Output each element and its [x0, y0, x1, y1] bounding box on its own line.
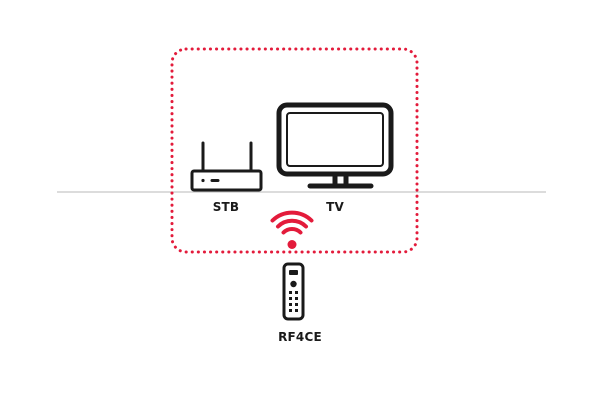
stb-label: STB [212, 200, 240, 214]
remote-control-icon [282, 262, 305, 321]
tv-icon [276, 102, 394, 189]
dotted-enclosure [170, 47, 419, 254]
set-top-box-icon [190, 141, 263, 192]
remote-label: RF4CE [278, 330, 322, 344]
tv-label: TV [326, 200, 344, 214]
wireless-signal-icon [270, 210, 314, 249]
